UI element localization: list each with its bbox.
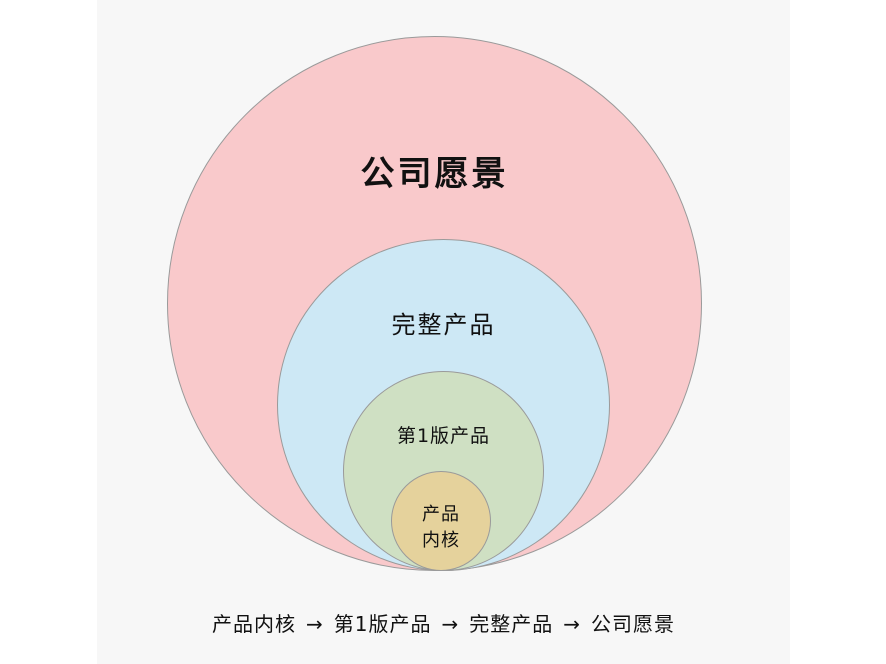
product-core-label-line1: 产品 [422,504,460,525]
caption-step-4: 公司愿景 [591,612,676,636]
arrow-right-icon: → [441,612,460,636]
caption-step-2: 第1版产品 [333,612,432,636]
product-core-label: 产品 内核 [401,502,481,554]
first-version-product-label: 第1版产品 [396,425,491,447]
complete-product-label: 完整产品 [391,311,496,339]
caption-step-1: 产品内核 [211,612,296,636]
progression-caption: 产品内核 → 第1版产品 → 完整产品 → 公司愿景 [97,608,790,637]
arrow-right-icon: → [563,612,582,636]
product-core-label-line2: 内核 [422,530,460,551]
arrow-right-icon: → [305,612,324,636]
product-core-circle [391,471,491,571]
caption-step-3: 完整产品 [469,612,554,636]
company-vision-label: 公司愿景 [360,154,509,194]
